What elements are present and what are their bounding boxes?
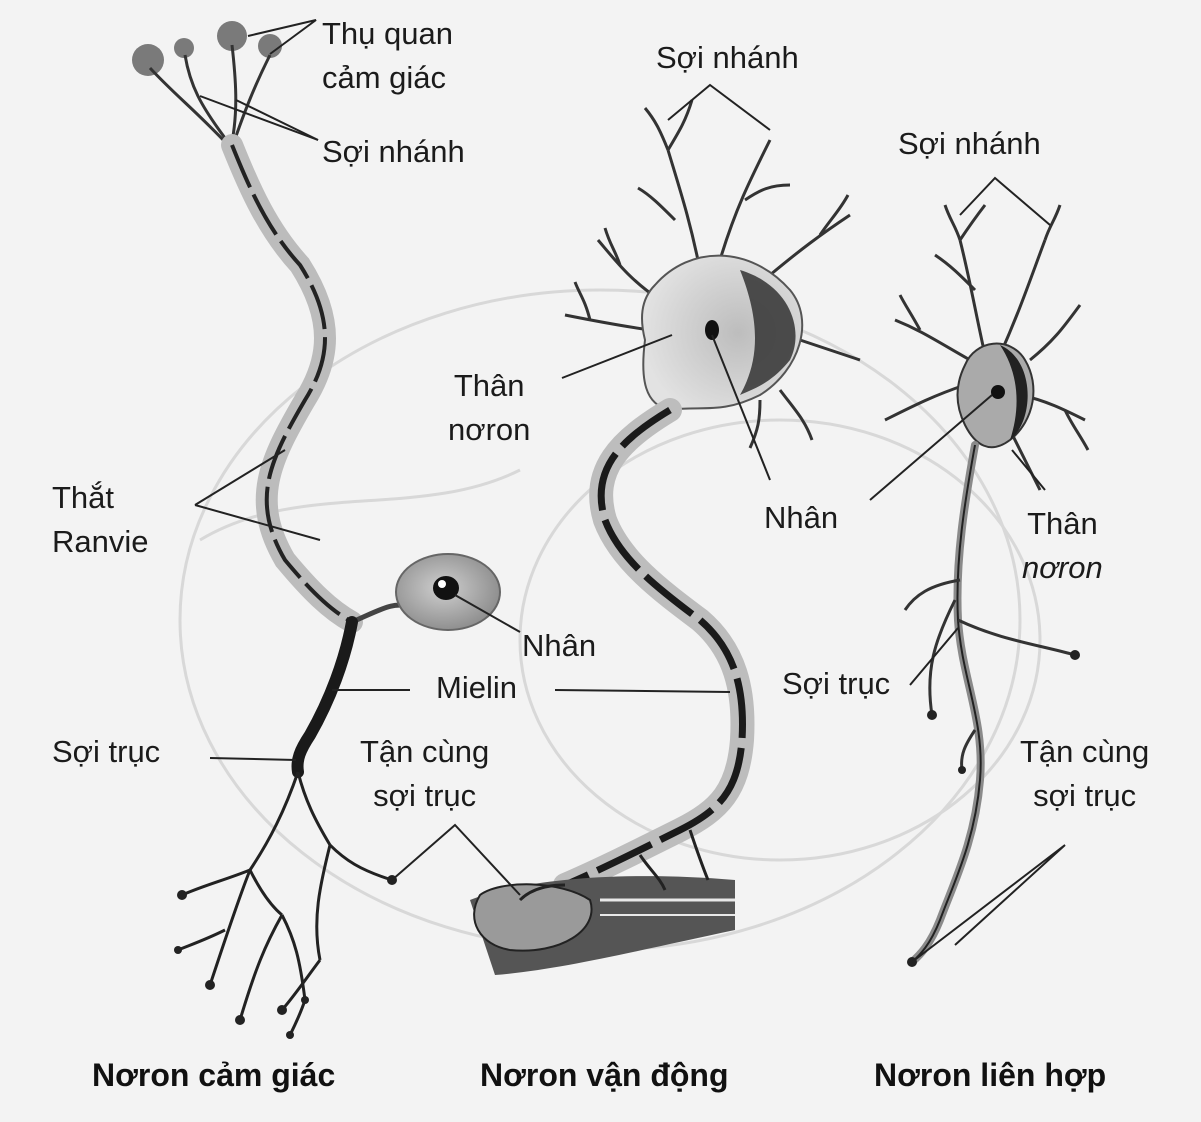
interneuron-caption: Nơron liên hợp [874, 1055, 1106, 1095]
motor-body-line2: nơron [448, 408, 530, 452]
motor-nucleus-label: Nhân [764, 496, 838, 540]
receptor-label-line2: cảm giác [322, 56, 453, 100]
sensory-dendrite-label: Sợi nhánh [322, 130, 465, 174]
muscle-fiber [470, 876, 735, 975]
sensory-terminal-line2: sợi trục [360, 774, 489, 818]
motor-dendrite-label: Sợi nhánh [656, 36, 799, 80]
myelin-label: Mielin [436, 666, 517, 710]
sensory-nucleus-label: Nhân [522, 624, 596, 668]
ranvier-label-line2: Ranvie [52, 520, 149, 564]
receptor-label-line1: Thụ quan [322, 12, 453, 56]
sensory-dendrites [150, 45, 270, 145]
motor-caption: Nơron vận động [480, 1055, 729, 1095]
interneuron-terminal-line1: Tận cùng [1020, 730, 1149, 774]
interneuron-nucleus [991, 385, 1005, 399]
interneuron-body-label: Thân nơron [1022, 502, 1103, 590]
interneuron-body-line2: nơron [1022, 546, 1103, 590]
sensory-terminal-label: Tận cùng sợi trục [360, 730, 489, 818]
sensory-caption: Nơron cảm giác [92, 1055, 335, 1095]
interneuron-terminal-line2: sợi trục [1020, 774, 1149, 818]
sensory-axon-label: Sợi trục [52, 730, 160, 774]
sensory-terminal-line1: Tận cùng [360, 730, 489, 774]
interneuron-body-line2-text: nơron [1022, 550, 1103, 585]
sensory-lower-axon [298, 622, 353, 772]
sensory-receptor-label: Thụ quan cảm giác [322, 12, 453, 100]
interneuron-axon [912, 445, 981, 962]
interneuron-axon-label: Sợi trục [782, 662, 890, 706]
interneuron-terminal-label: Tận cùng sợi trục [1020, 730, 1149, 818]
interneuron-body-line1: Thân [1022, 502, 1103, 546]
ranvier-label-line1: Thắt [52, 476, 149, 520]
interneuron-dendrite-label: Sợi nhánh [898, 122, 1041, 166]
sensory-upper-axon [232, 145, 352, 622]
motor-body-line1: Thân [448, 364, 530, 408]
sensory-cell-body [352, 554, 500, 630]
ranvier-label: Thắt Ranvie [52, 476, 149, 564]
sensory-terminal-knobs [174, 875, 397, 1039]
motor-body-label: Thân nơron [448, 364, 530, 452]
sensory-receptors [132, 21, 282, 76]
